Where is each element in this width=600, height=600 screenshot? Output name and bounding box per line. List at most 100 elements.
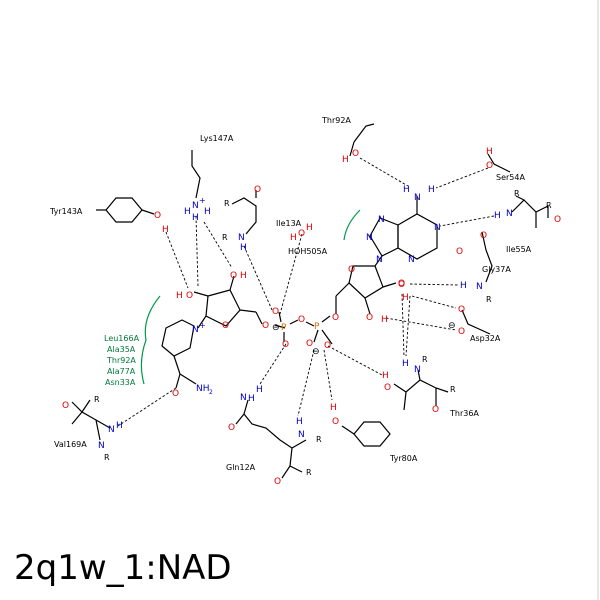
nicotinamide-ring	[161, 319, 197, 389]
val169-n2: N	[98, 441, 105, 451]
residue-thr36: Thr36A	[449, 409, 479, 418]
val169-r: R	[94, 395, 100, 404]
tyr80-h: H	[330, 403, 337, 413]
ile13-o: O	[254, 185, 261, 195]
thr36-o: O	[384, 383, 391, 393]
val169-n: N	[108, 425, 115, 435]
amide-nh-sub: 2	[209, 389, 213, 396]
amide-nh: NH	[196, 384, 210, 394]
nicotinamide-plus: +	[199, 321, 206, 330]
adenine-amino-n: N	[414, 193, 421, 203]
gln12-nh: N	[240, 393, 247, 403]
ribose-n-ring-o: O	[222, 321, 229, 331]
gln12-r: R	[316, 435, 322, 444]
ribose-n-h2: H	[176, 291, 183, 301]
asp32-o1: O	[458, 305, 465, 315]
val169-h: H	[116, 421, 123, 431]
hydrophobic-residue-1: Leu166A	[104, 334, 140, 343]
hydrophobic-arc-left	[140, 295, 161, 385]
ser54-h: H	[486, 147, 493, 157]
lys-h-bottom: H	[192, 213, 199, 223]
tyr80-o: O	[332, 417, 339, 427]
tyr143-o: O	[154, 211, 161, 221]
gly37-fragment	[481, 231, 493, 283]
adenine-n3: N	[408, 255, 415, 265]
gln12-h-bb: H	[296, 417, 303, 427]
hydrophobic-residue-2: Ala35A	[107, 345, 136, 354]
ribose-a-h3: H	[381, 315, 388, 325]
phosphate-bridge-o: O	[298, 315, 305, 325]
residue-gly37: Gly37A	[482, 265, 511, 274]
hydrophobic-residue-5: Asn33A	[105, 378, 136, 387]
thr36-r2: R	[450, 385, 456, 394]
hydrophobic-arc-adenine	[343, 209, 361, 241]
thr92-h: H	[342, 155, 349, 165]
tyr143-h: H	[162, 225, 169, 235]
ribose-a-o2-alt: O	[398, 279, 405, 289]
asp32-fragment	[461, 309, 491, 335]
ile55-n: N	[506, 209, 513, 219]
thr36-h-n: H	[402, 359, 409, 369]
water-h: H	[290, 233, 297, 243]
nicotinamide-n: N	[192, 325, 199, 335]
amide-o: O	[172, 389, 179, 399]
residue-gln12: Gln12A	[226, 463, 256, 472]
adenine-n-ring: N	[366, 233, 373, 243]
ile13-r2: R	[222, 233, 228, 242]
gln12-n-bb: N	[298, 430, 305, 440]
gln12-r2: R	[306, 468, 312, 477]
residue-ser54: Ser54A	[496, 173, 525, 182]
lys-h-right: H	[204, 207, 211, 217]
gly37-o-alt: O	[456, 247, 463, 257]
phosphate-minus-a: ⊖	[312, 347, 320, 357]
ile13-n: N	[238, 233, 245, 243]
phosphate-minus-n: ⊖	[272, 323, 280, 333]
residue-ile13: Ile13A	[276, 219, 302, 228]
gln12-h2: H	[248, 394, 255, 404]
thr36-fragment	[393, 369, 449, 411]
thr36-r: R	[422, 355, 428, 364]
residue-val169: Val169A	[54, 440, 87, 449]
tyr143-ring	[96, 197, 155, 223]
thr36-n: N	[414, 365, 421, 375]
ribose-n-o3: O	[230, 271, 237, 281]
nicotinamide-ribose	[193, 275, 263, 329]
gln12-h-amide: H	[256, 385, 263, 395]
phosphorus-a: P	[314, 322, 320, 332]
gln12-fragment	[235, 399, 307, 479]
ribose-a-o3: O	[366, 313, 373, 323]
phosphate-oa2: O	[324, 341, 331, 351]
adenosine-ribose	[335, 265, 397, 315]
residue-asp32: Asp32A	[470, 334, 501, 343]
phosphorus-n: P	[281, 323, 287, 333]
diagram-title: 2q1w_1:NAD	[14, 548, 232, 588]
ile13-h: H	[240, 243, 247, 253]
residue-lys147: Lys147A	[200, 134, 234, 143]
lys-plus: +	[199, 196, 206, 205]
ile13-r: R	[224, 199, 230, 208]
water-h2: H	[306, 223, 313, 233]
water-o: O	[298, 229, 305, 239]
asp32-minus: ⊖	[448, 321, 456, 331]
ile13-fragment	[231, 190, 257, 235]
thr92-o: O	[352, 149, 359, 159]
ile55-o: O	[554, 215, 561, 225]
phosphate-oa1: O	[306, 339, 313, 349]
thr92-fragment	[349, 123, 375, 157]
ile55-fragment	[511, 195, 549, 228]
gly37-r: R	[486, 295, 492, 304]
adenine-amino-h2: H	[428, 185, 435, 195]
residue-tyr80: Tyr80A	[389, 454, 418, 463]
residue-tyr143: Tyr143A	[49, 207, 83, 216]
phosphate-o5a: O	[332, 313, 339, 323]
adenine-n1: N	[434, 223, 441, 233]
ile55-r2: R	[546, 201, 552, 210]
gly37-n: N	[476, 282, 483, 292]
phosphate-on1: O	[282, 340, 289, 350]
adenine-amino-h1: H	[403, 185, 410, 195]
ribose-a-ring-o: O	[348, 265, 355, 275]
ribose-n-h3: H	[240, 271, 247, 281]
pyrophosphate	[274, 311, 333, 345]
lys147-chain	[191, 150, 201, 199]
